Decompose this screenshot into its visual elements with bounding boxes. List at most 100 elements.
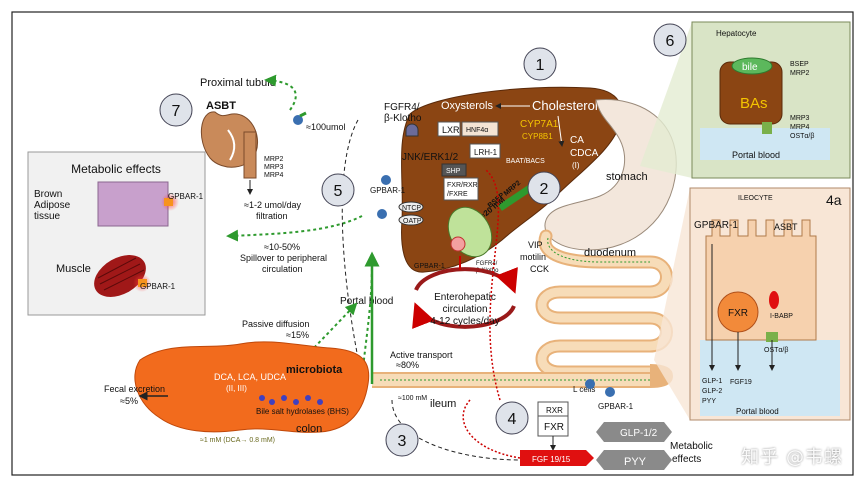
gpbar-adipose: GPBAR-1 [168,192,204,201]
filtration-1: ≈1-2 umol/day [244,200,301,210]
motilin-label: motilin [520,252,546,262]
fgf19-ileo: FGF19 [730,379,752,386]
gpbar-liver: GPBAR-1 [370,186,406,195]
filtration-2: filtration [256,211,288,221]
spillover-2: Spillover to peripheral [240,253,327,263]
mrp2-kidney: MRP2 [264,156,284,163]
lxr-label: LXR [442,125,460,135]
mrp4-hep: MRP4 [790,124,810,131]
enterohepatic-cycle: Enterohepatic circulation 4-12 cycles/da… [412,266,518,330]
arrow-to-kidney [264,74,297,111]
portal-ileo: Portal blood [736,407,779,416]
gpbar-gallbladder: GPBAR-1 [414,263,445,270]
microbiota-label: microbiota [286,364,343,376]
ibabp-label: I-BABP [770,313,793,320]
fecal-2: ≈5% [120,396,138,406]
enterohepatic-1: Enterohepatic [434,292,496,303]
ntcp-label: NTCP [402,205,421,212]
number-6: 6 [666,33,675,50]
muscle-label: Muscle [56,263,91,275]
hepatocyte-title: Hepatocyte [716,29,757,38]
cdca-label: CDCA [570,148,599,159]
brown-adipose-label-1: Brown [34,189,62,200]
cyp8b1-label: CYP8B1 [522,132,553,141]
asbt-kidney-label: ASBT [206,100,236,112]
fgf-19-15: FGF 19/15 [532,455,571,464]
cck-label: CCK [530,264,549,274]
vip-label: VIP [528,240,543,250]
bsep-hep: BSEP [790,61,809,68]
fxr-rxr-2: /FXRE [447,191,468,198]
bile-label: bile [742,62,758,73]
fxr-label: FXR [544,422,564,433]
brown-adipose-label-2: Adipose [34,200,71,211]
bile-duct [498,185,532,211]
number-7: 7 [172,103,181,120]
bsh-label: Bile salt hydrolases (BHS) [256,407,349,416]
oxysterols-label: Oxysterols [441,100,493,112]
fgf-red-path [462,399,521,459]
portal-hep: Portal blood [732,150,780,160]
fgfr4-gallbladder-1: FGFR4/ [476,261,498,267]
gpbar-ileo: GPBAR-1 [694,220,738,231]
gpbar-muscle: GPBAR-1 [140,282,176,291]
pyy-ileo: PYY [702,398,716,405]
gpbar-ileum: GPBAR-1 [598,402,634,411]
roman-i-label: (I) [572,161,580,170]
colon-label: colon [296,423,322,435]
hnf4a-label: HNF4α [466,127,488,134]
asbt-ileo: ASBT [774,222,798,232]
number-4: 4 [508,411,517,428]
passive-1: Passive diffusion [242,319,309,329]
active-1: Active transport [390,350,453,360]
dca-label: DCA, LCA, UDCA [214,372,286,382]
spillover-3: circulation [262,264,303,274]
fxr-signal-box: RXR FXR FGF 19/15 GLP-1/2 PYY Metabolic … [520,401,713,470]
hepatocyte-panel: Hepatocyte bile BAs BSEP MRP2 MRP3 MRP4 … [640,21,851,179]
mrp2-hep: MRP2 [790,70,810,77]
number-2: 2 [540,181,549,198]
portal-black-line [341,119,365,387]
proximal-tubule-title: Proximal tubule [200,77,276,89]
metabolic-1: Metabolic [670,441,713,452]
roman-ii-iii: (II, III) [226,384,247,393]
brown-adipose-image [97,181,169,227]
stomach-label: stomach [606,171,648,183]
fxr-ileo: FXR [728,308,748,319]
glp-label: GLP-1/2 [620,428,658,439]
fgfr4-liver-2: β-Klotho [384,113,422,124]
duodenum-label: duodenum [584,247,636,259]
glp1-ileo: GLP-1 [702,378,722,385]
metabolic-effects-title: Metabolic effects [71,162,161,176]
metabolic-effects-panel: Metabolic effects Brown Adipose tissue G… [27,151,206,316]
ca-label: CA [570,135,584,146]
oatp-label: OATP [403,218,422,225]
l-cells-label: L cells [573,385,595,394]
fgfr4-liver-1: FGFR4/ [384,102,420,113]
mrp3-kidney: MRP3 [264,164,284,171]
portal-blood-label: Portal blood [340,296,393,307]
baat-label: BAAT/BACS [506,158,545,165]
number-1: 1 [536,57,545,74]
colon: DCA, LCA, UDCA (II, III) microbiota Bile… [134,341,370,444]
metabolic-2: effects [672,454,701,465]
arrow-spillover [226,215,363,242]
mrp4-kidney: MRP4 [264,172,284,179]
brown-adipose-label-3: tissue [34,211,61,222]
colon-conc: ≈1 mM (DCA→ 0.8 mM) [200,437,275,444]
umol-label: ≈100umol [306,122,345,132]
ileum-label: ileum [430,398,456,410]
ost-hep: OSTα/β [790,133,814,140]
lrh1-label: LRH-1 [474,148,498,157]
cholesterol-label: Cholesterol [532,98,598,113]
fecal-1: Fecal excretion [104,384,165,394]
kidney-group: Proximal tubule ASBT MRP2 MRP3 MRP4 ≈1-2… [200,77,345,221]
number-markers: 1 2 3 4 5 6 7 4a [159,23,842,457]
approx-100mm: ≈100 mM [398,395,427,402]
bas-label: BAs [740,95,768,112]
shp-label: SHP [446,168,461,175]
ileocyte-title: ILEOCYTE [738,195,773,202]
mrp3-hep: MRP3 [790,115,810,122]
spillover-1: ≈10-50% [264,242,300,252]
passive-2: ≈15% [286,330,309,340]
